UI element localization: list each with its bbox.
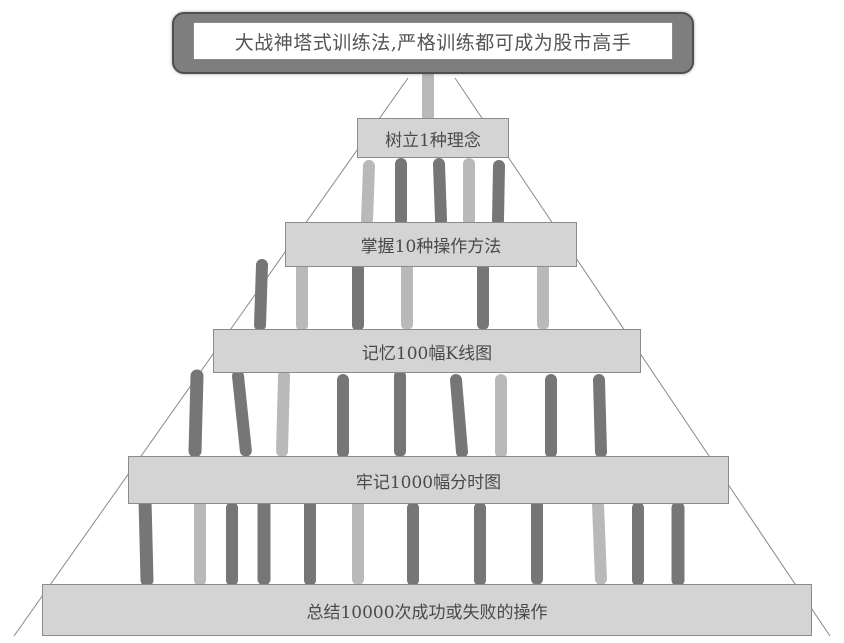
level-4-intraday-charts: 牢记1000幅分时图 xyxy=(128,456,729,504)
pillar-stroke xyxy=(138,493,154,587)
level-2-methods: 掌握10种操作方法 xyxy=(285,222,577,267)
pyramid-left-edge xyxy=(13,77,409,637)
pillar-stroke xyxy=(276,370,290,458)
pyramid-outline xyxy=(13,77,831,637)
pillar-stroke xyxy=(254,259,268,331)
level-3-candlestick-charts: 记忆100幅K线图 xyxy=(213,329,641,373)
level-5-trade-reviews: 总结10000次成功或失败的操作 xyxy=(42,584,812,636)
level-1-idea: 树立1种理念 xyxy=(357,118,509,158)
pillar-stroke xyxy=(188,369,204,459)
pillar-stroke xyxy=(492,160,505,226)
pillar-stroke xyxy=(592,498,607,586)
pillar-stroke xyxy=(361,160,375,226)
pyramid-right-edge xyxy=(454,77,831,637)
pillar-stroke xyxy=(593,374,607,458)
pillar-stroke xyxy=(433,158,447,226)
title-text: 大战神塔式训练法,严格训练都可成为股市高手 xyxy=(193,22,673,60)
pillar-stroke xyxy=(450,374,468,458)
title-banner: 大战神塔式训练法,严格训练都可成为股市高手 xyxy=(172,12,694,74)
pillar-group xyxy=(138,70,685,587)
pillar-stroke xyxy=(232,370,252,458)
